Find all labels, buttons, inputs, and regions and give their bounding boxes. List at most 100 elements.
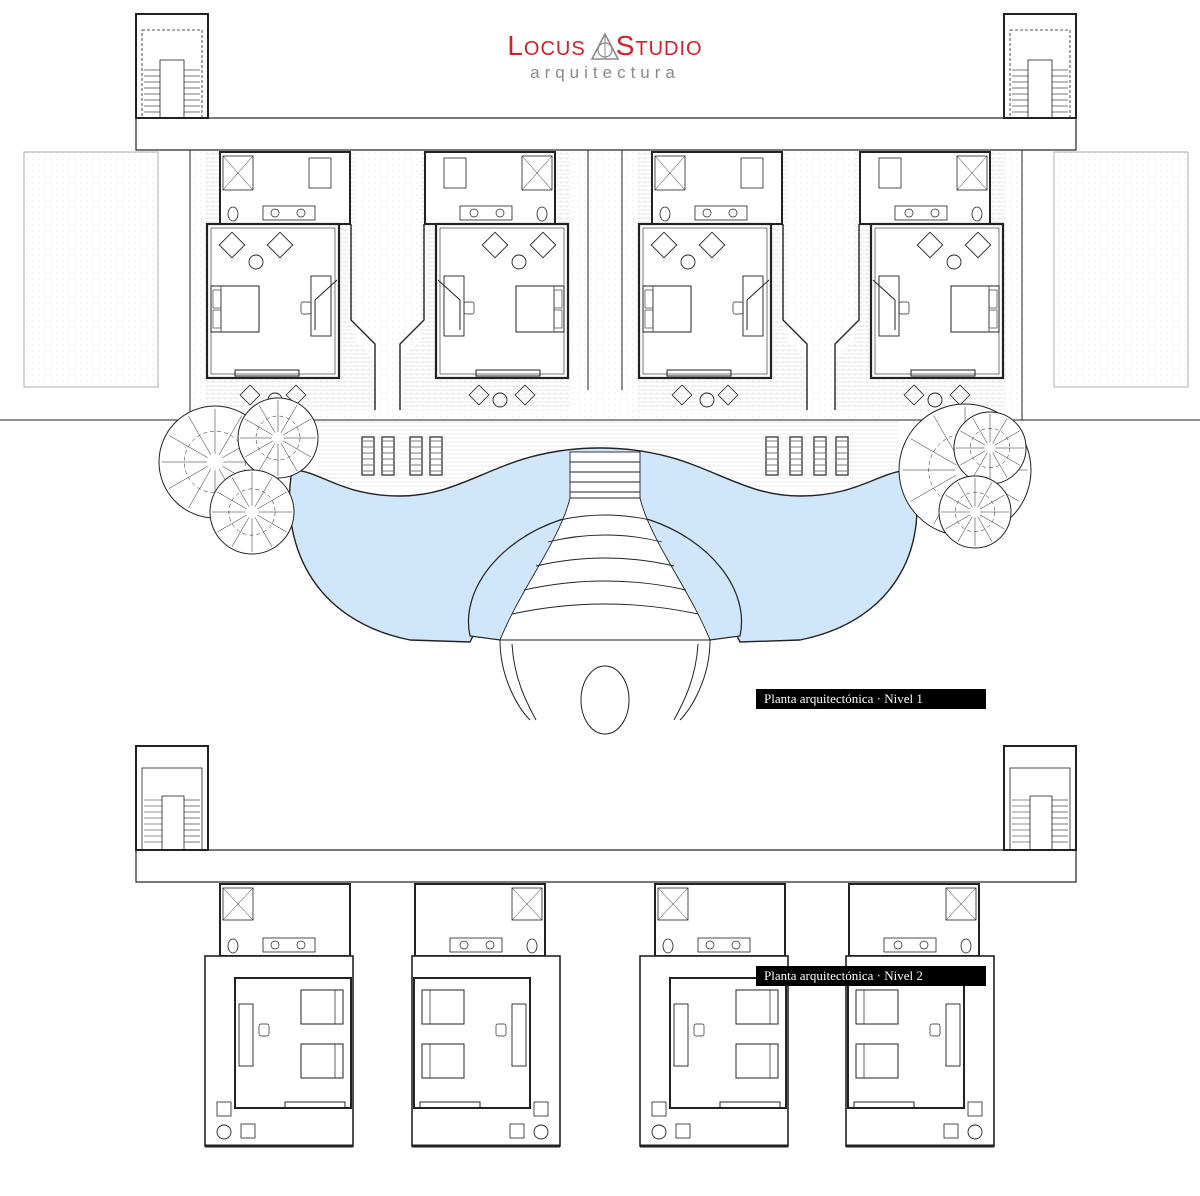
vanity-icon xyxy=(459,205,513,221)
terrace-table-icon xyxy=(927,392,943,408)
desk-icon xyxy=(511,1003,527,1067)
pool xyxy=(288,447,918,735)
tree-icon xyxy=(938,475,1012,549)
chair-icon xyxy=(929,1023,941,1037)
side-table-icon xyxy=(248,254,264,270)
suite-bedroom xyxy=(205,222,341,380)
shower-icon xyxy=(521,155,553,191)
wardrobe-icon xyxy=(443,157,467,189)
pool-steps xyxy=(499,451,711,641)
desk-icon xyxy=(673,1003,689,1067)
suite-l2-3 xyxy=(639,883,789,1148)
terrace-table-icon xyxy=(699,392,715,408)
shower-icon xyxy=(956,155,988,191)
bed-icon xyxy=(300,1043,344,1079)
balcony-window xyxy=(853,1101,915,1109)
tree-icon xyxy=(237,397,319,479)
balcony-chair-icon xyxy=(509,1123,525,1139)
sink-icon xyxy=(702,208,712,218)
suite-bedroom xyxy=(434,222,570,380)
vanity-icon xyxy=(694,205,748,221)
wardrobe-icon xyxy=(878,157,902,189)
toilet-icon xyxy=(536,206,548,222)
armchair-icon xyxy=(266,231,294,259)
lounge-chair-icon xyxy=(381,436,395,476)
sink-icon xyxy=(469,208,479,218)
shower-icon xyxy=(657,887,689,921)
terrace-window xyxy=(475,369,541,377)
sink-icon xyxy=(919,940,929,950)
lounge-chair-icon xyxy=(429,436,443,476)
bed-icon xyxy=(642,285,692,333)
shower-icon xyxy=(654,155,686,191)
terrace-chair-icon xyxy=(949,384,971,406)
toilet-icon xyxy=(227,206,239,222)
level-1-rooms xyxy=(205,151,1005,410)
desk-icon xyxy=(945,1003,961,1067)
bed-icon xyxy=(735,989,779,1025)
desk-icon xyxy=(238,1003,254,1067)
bed-icon xyxy=(735,1043,779,1079)
armchair-icon xyxy=(964,231,992,259)
shower-icon xyxy=(222,155,254,191)
bed-icon xyxy=(300,989,344,1025)
logo-compass-icon xyxy=(590,32,620,60)
chair-icon xyxy=(495,1023,507,1037)
balcony-table-icon xyxy=(967,1124,983,1140)
chair-icon xyxy=(258,1023,270,1037)
suite-balcony xyxy=(639,955,789,1147)
terrace-table-icon xyxy=(492,392,508,408)
bed-icon xyxy=(855,989,899,1025)
lounge-chair-icon xyxy=(765,436,779,476)
sink-icon xyxy=(459,940,469,950)
shower-icon xyxy=(511,887,543,921)
sink-icon xyxy=(893,940,903,950)
suite-bedroom xyxy=(637,222,773,380)
chair-icon xyxy=(300,301,312,315)
stair-tower-right xyxy=(1003,13,1077,119)
toilet-icon xyxy=(971,206,983,222)
sink-icon xyxy=(485,940,495,950)
balcony-table-icon xyxy=(533,1124,549,1140)
logo-name-left: Locus xyxy=(507,30,586,61)
chair-icon xyxy=(732,301,744,315)
vanity-icon xyxy=(262,205,316,221)
vanity-icon xyxy=(262,937,316,953)
bed-icon xyxy=(421,989,465,1025)
toilet-icon xyxy=(659,206,671,222)
plan-label-level-2: Planta arquitectónica · Nivel 2 xyxy=(756,966,986,986)
bed-icon xyxy=(515,285,565,333)
terrace-chair-icon xyxy=(468,384,490,406)
sink-icon xyxy=(728,208,738,218)
armchair-icon xyxy=(698,231,726,259)
side-table-icon xyxy=(680,254,696,270)
balcony-chair-icon xyxy=(675,1123,691,1139)
sink-icon xyxy=(296,940,306,950)
right-garden-area xyxy=(1053,151,1189,388)
terrace-chair-icon xyxy=(903,384,925,406)
balcony-window xyxy=(419,1101,481,1109)
toilet-icon xyxy=(662,938,674,954)
shower-icon xyxy=(945,887,977,921)
sink-icon xyxy=(495,208,505,218)
vanity-icon xyxy=(883,937,937,953)
terrace-chair-icon xyxy=(514,384,536,406)
lounge-chair-icon xyxy=(789,436,803,476)
suite-l1-3 xyxy=(637,151,808,410)
bed-icon xyxy=(950,285,1000,333)
side-table-icon xyxy=(946,254,962,270)
vanity-icon xyxy=(697,937,751,953)
terrace-chair-icon xyxy=(717,384,739,406)
level-2-plan xyxy=(135,745,1077,1148)
bed-icon xyxy=(855,1043,899,1079)
suite-l2-4 xyxy=(845,883,995,1148)
armchair-icon xyxy=(529,231,557,259)
balcony-chair-icon xyxy=(943,1123,959,1139)
lounge-chair-icon xyxy=(813,436,827,476)
armchair-icon xyxy=(218,231,246,259)
chair-icon xyxy=(898,301,910,315)
